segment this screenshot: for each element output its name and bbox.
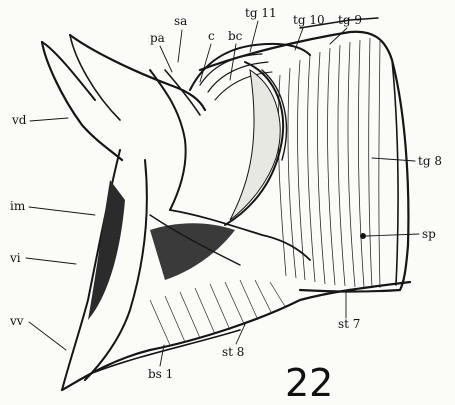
spiracle-dot	[360, 233, 366, 239]
tergites-9-11	[190, 18, 378, 100]
figure-number: 22	[285, 361, 333, 405]
label-c: c	[208, 29, 215, 43]
label-vd: vd	[11, 113, 27, 127]
label-im: im	[10, 199, 26, 213]
sternite-8-hatching	[150, 280, 286, 345]
label-st7: st 7	[338, 317, 360, 331]
bc-sclerite	[225, 62, 286, 225]
label-vv: vv	[9, 314, 24, 328]
valvulae	[42, 35, 410, 390]
label-tg9: tg 9	[338, 13, 362, 27]
label-bc: bc	[228, 29, 243, 43]
label-sa: sa	[174, 14, 187, 28]
label-tg8: tg 8	[418, 154, 442, 168]
label-sp: sp	[422, 227, 436, 241]
label-pa: pa	[150, 31, 165, 45]
label-bs1: bs 1	[148, 367, 173, 381]
label-vi: vi	[9, 251, 21, 265]
tergite-8-hatching	[278, 38, 380, 288]
label-st8: st 8	[222, 345, 244, 359]
label-tg10: tg 10	[293, 13, 325, 27]
label-tg11: tg 11	[245, 6, 277, 20]
